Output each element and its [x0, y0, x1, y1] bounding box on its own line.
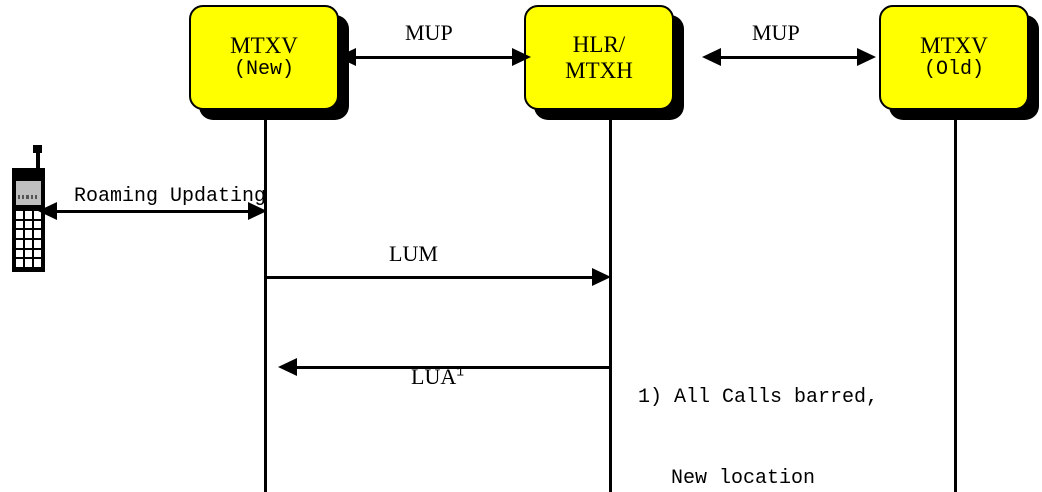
label-lua-footnote-marker: 1 — [456, 364, 465, 380]
phone-key — [34, 249, 41, 258]
node-label-line2: (New) — [233, 58, 294, 82]
phone-key — [16, 259, 23, 267]
phone-key — [34, 230, 41, 238]
footnote-marker: 1) — [638, 386, 663, 409]
lifeline-mtxv-old — [954, 113, 957, 492]
node-label-line1: MTXV — [920, 33, 988, 59]
phone-key — [34, 259, 41, 267]
node-mtxv-old[interactable]: MTXV (Old) — [879, 5, 1039, 120]
arrow-roaming-updating-head-start — [38, 202, 57, 220]
arrow-roaming-updating-head-end — [248, 202, 267, 220]
node-label-line1: MTXV — [230, 33, 298, 59]
node-body: HLR/ MTXH — [524, 5, 674, 110]
label-lua: LUA1 — [389, 338, 464, 416]
lifeline-mtxv-new — [264, 113, 267, 492]
arrow-roaming-updating-line — [48, 210, 257, 213]
arrow-mup-left-line — [347, 56, 521, 59]
mobile-phone-icon — [12, 145, 45, 272]
phone-key — [16, 220, 23, 229]
arrow-lum-head — [592, 268, 611, 286]
arrow-lua-line — [288, 366, 610, 369]
footnote-text-line2: New location — [671, 467, 816, 490]
arrow-mup-left-head-end — [512, 48, 531, 66]
phone-screen — [16, 181, 41, 205]
node-label-line2: MTXH — [565, 57, 633, 83]
phone-key — [16, 249, 23, 258]
phone-key — [34, 211, 41, 219]
phone-key — [25, 211, 32, 219]
label-mup-left: MUP — [405, 20, 453, 45]
phone-key — [34, 220, 41, 229]
footnote-1: 1) All Calls barred, New location not ve… — [638, 330, 878, 492]
phone-key — [25, 220, 32, 229]
node-body: MTXV (Old) — [879, 5, 1029, 110]
arrow-mup-right-line — [712, 56, 866, 59]
phone-key — [25, 259, 32, 267]
node-hlr-mtxh[interactable]: HLR/ MTXH — [524, 5, 684, 120]
phone-antenna — [36, 145, 40, 173]
phone-key — [16, 239, 23, 248]
label-roaming-updating: Roaming Updating — [74, 185, 267, 208]
node-label-line1: HLR/ — [572, 31, 626, 57]
phone-key — [25, 230, 32, 238]
footnote-line1: 1) All Calls barred, — [638, 384, 878, 411]
phone-key — [25, 239, 32, 248]
phone-keypad — [16, 211, 41, 267]
footnote-line2: New location — [638, 465, 878, 492]
label-lum: LUM — [389, 241, 438, 266]
arrow-lum-line — [265, 276, 595, 279]
arrow-mup-right-head-end — [857, 48, 876, 66]
node-label-line2: (Old) — [923, 58, 984, 82]
arrow-lua-head — [278, 358, 297, 376]
node-body: MTXV (New) — [189, 5, 339, 110]
arrow-mup-left-head-start — [337, 48, 356, 66]
phone-key — [16, 230, 23, 238]
phone-key — [25, 249, 32, 258]
label-mup-right: MUP — [752, 20, 800, 45]
lifeline-hlr-mtxh — [609, 113, 612, 492]
phone-key — [16, 211, 23, 219]
phone-screen-text — [18, 195, 39, 199]
arrow-mup-right-head-start — [702, 48, 721, 66]
node-mtxv-new[interactable]: MTXV (New) — [189, 5, 349, 120]
footnote-text-line1: All Calls barred, — [674, 386, 879, 409]
phone-key — [34, 239, 41, 248]
